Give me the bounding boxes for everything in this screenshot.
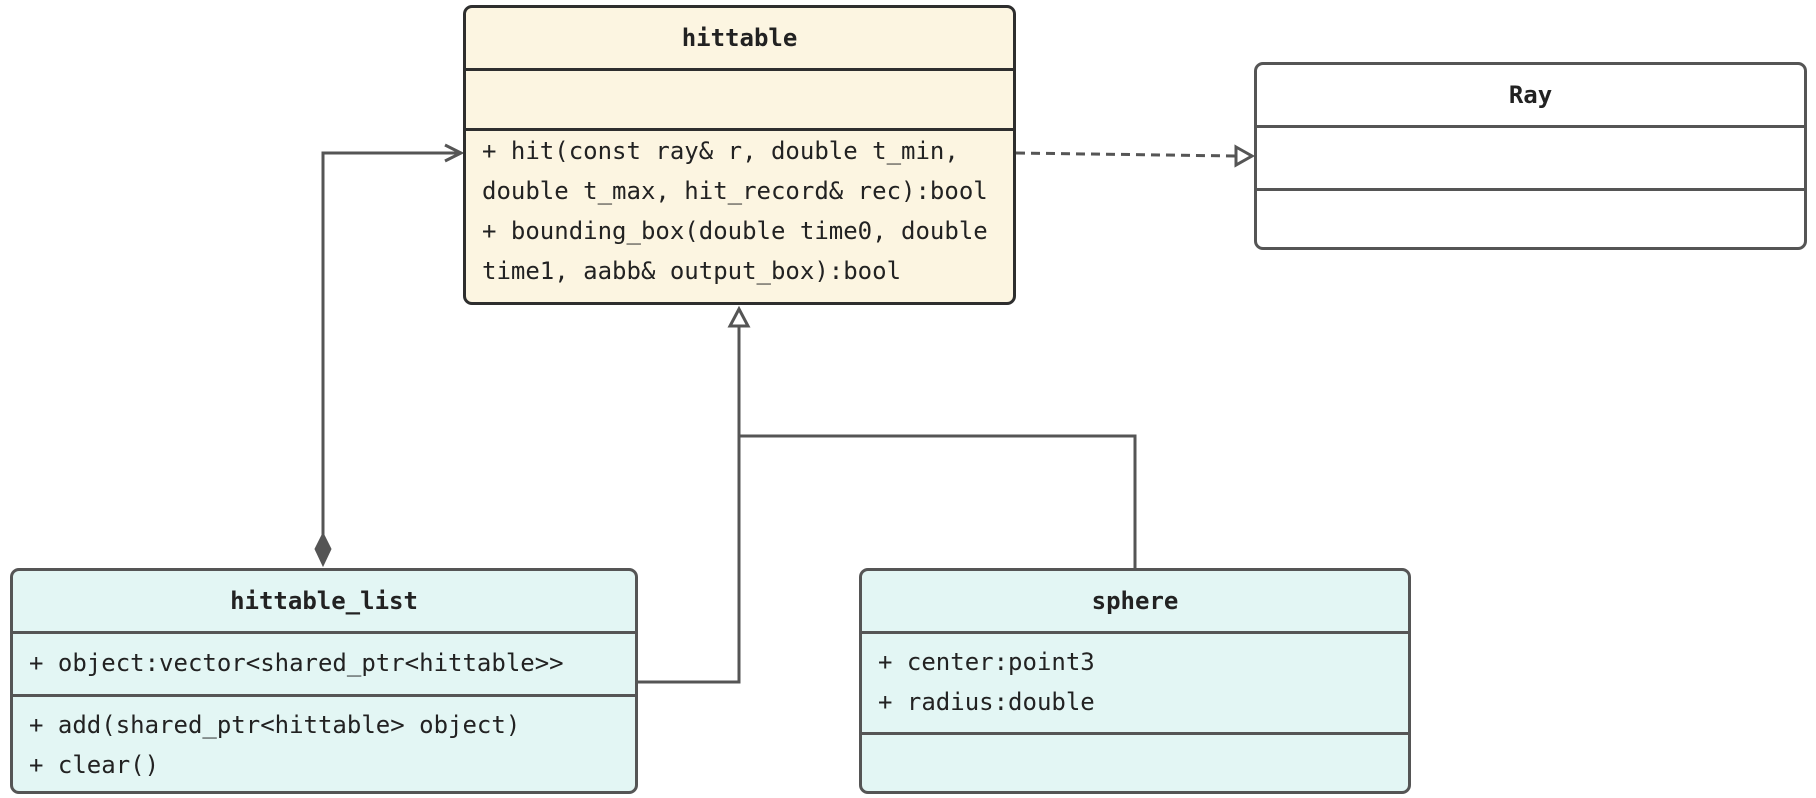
class-ray[interactable]: Ray	[1254, 62, 1807, 250]
composition-diamond	[314, 531, 332, 568]
methods-section	[862, 735, 1408, 791]
dependency-arrowhead	[1234, 144, 1256, 168]
association-arrowhead	[444, 143, 465, 163]
composition-edge	[321, 151, 459, 540]
method-line: double t_max, hit_record& rec):bool	[482, 177, 988, 205]
method-line: + hit(const ray& r, double t_min,	[482, 137, 959, 165]
attribute-line: + center:point3	[878, 648, 1095, 676]
attributes-section	[1257, 128, 1804, 191]
methods-section: + add(shared_ptr<hittable> object) + cle…	[13, 697, 635, 791]
class-hittable[interactable]: hittable + hit(const ray& r, double t_mi…	[463, 5, 1016, 305]
method-line: + clear()	[29, 751, 160, 779]
class-name: hittable_list	[13, 571, 635, 634]
inheritance-edge-hittable-list	[638, 326, 741, 684]
class-name: Ray	[1257, 65, 1804, 128]
attribute-line: + object:vector<shared_ptr<hittable>>	[29, 649, 564, 677]
attribute-line: + radius:double	[878, 688, 1095, 716]
class-sphere[interactable]: sphere + center:point3 + radius:double	[859, 568, 1411, 794]
attributes-section: + center:point3 + radius:double	[862, 634, 1408, 735]
methods-section: + hit(const ray& r, double t_min, double…	[466, 131, 1013, 302]
dependency-edge	[1015, 151, 1237, 158]
method-line: + bounding_box(double time0, double	[482, 217, 988, 245]
class-name: hittable	[466, 8, 1013, 71]
inheritance-edge-sphere	[739, 434, 1137, 568]
class-name: sphere	[862, 571, 1408, 634]
attributes-section	[466, 71, 1013, 131]
attributes-section: + object:vector<shared_ptr<hittable>>	[13, 634, 635, 697]
method-line: time1, aabb& output_box):bool	[482, 257, 902, 285]
class-hittable-list[interactable]: hittable_list + object:vector<shared_ptr…	[10, 568, 638, 794]
inheritance-arrowhead	[727, 305, 751, 328]
methods-section	[1257, 191, 1804, 247]
method-line: + add(shared_ptr<hittable> object)	[29, 711, 521, 739]
